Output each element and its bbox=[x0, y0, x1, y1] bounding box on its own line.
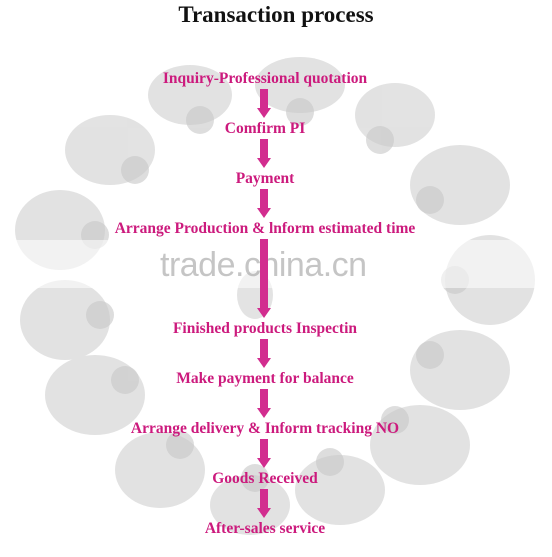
person-head bbox=[416, 186, 444, 214]
person-silhouette bbox=[210, 475, 290, 535]
down-arrow-icon bbox=[257, 489, 271, 518]
down-arrow-icon bbox=[257, 89, 271, 118]
person-head bbox=[186, 106, 214, 134]
process-step: Payment bbox=[235, 170, 295, 187]
person-head bbox=[366, 126, 394, 154]
person-head bbox=[121, 156, 149, 184]
process-step: Finished products Inspectin bbox=[172, 320, 358, 337]
person-silhouette bbox=[255, 57, 345, 113]
person-silhouette bbox=[295, 455, 385, 525]
down-arrow-icon bbox=[257, 239, 271, 318]
process-step: Arrange delivery & Inform tracking NO bbox=[130, 420, 400, 437]
page-title: Transaction process bbox=[178, 2, 374, 27]
person-head bbox=[316, 448, 344, 476]
person-head bbox=[416, 341, 444, 369]
process-step: After-sales service bbox=[204, 520, 326, 537]
process-step: Comfirm PI bbox=[224, 120, 306, 137]
person-head bbox=[86, 301, 114, 329]
person-silhouette bbox=[148, 65, 232, 125]
watermark-band bbox=[0, 240, 552, 288]
person-head bbox=[241, 464, 269, 492]
process-step: Make payment for balance bbox=[176, 370, 354, 387]
process-step: Inquiry-Professional quotation bbox=[162, 70, 368, 87]
person-head bbox=[111, 366, 139, 394]
person-head bbox=[381, 406, 409, 434]
person-head bbox=[286, 98, 314, 126]
person-silhouette bbox=[20, 280, 110, 360]
down-arrow-icon bbox=[257, 189, 271, 218]
down-arrow-icon bbox=[257, 139, 271, 168]
process-step: Goods Received bbox=[212, 470, 318, 487]
down-arrow-icon bbox=[257, 339, 271, 368]
down-arrow-icon bbox=[257, 389, 271, 418]
process-step: Arrange Production & lnform estimated ti… bbox=[114, 220, 416, 237]
down-arrow-icon bbox=[257, 439, 271, 468]
person-head bbox=[166, 431, 194, 459]
